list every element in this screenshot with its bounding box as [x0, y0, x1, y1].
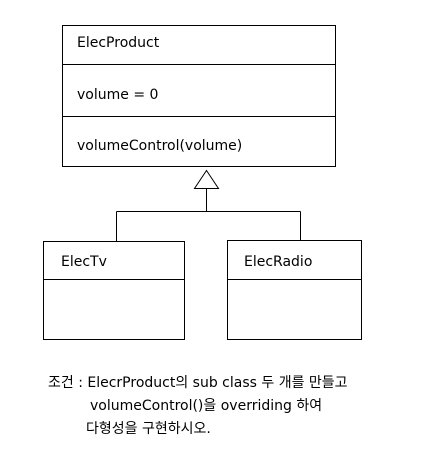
task-description-line: 다형성을 구현하시오. — [86, 421, 211, 437]
class-name-elecproduct: ElecProduct — [77, 35, 160, 51]
inheritance-connector — [116, 169, 301, 242]
task-description: 조건 : ElecrProduct의 sub class 두 개를 만들고 vo… — [48, 372, 428, 441]
class-diagram: ElecProduct volume = 0 volumeControl(vol… — [43, 25, 362, 340]
generalization-arrowhead-icon — [193, 169, 220, 189]
class-method-volumecontrol: volumeControl(volume) — [77, 138, 242, 154]
task-description-line: volumeControl()을 overriding 하여 — [90, 398, 323, 414]
class-attribute-volume: volume = 0 — [77, 87, 158, 103]
class-box-elecradio: ElecRadio — [227, 240, 362, 340]
class-box-elecproduct: ElecProduct volume = 0 volumeControl(vol… — [62, 25, 336, 167]
task-description-line: 조건 : ElecrProduct의 sub class 두 개를 만들고 — [48, 375, 348, 391]
class-box-electv: ElecTv — [43, 241, 185, 340]
class-name-electv: ElecTv — [61, 254, 107, 270]
class-name-elecradio: ElecRadio — [244, 254, 312, 270]
